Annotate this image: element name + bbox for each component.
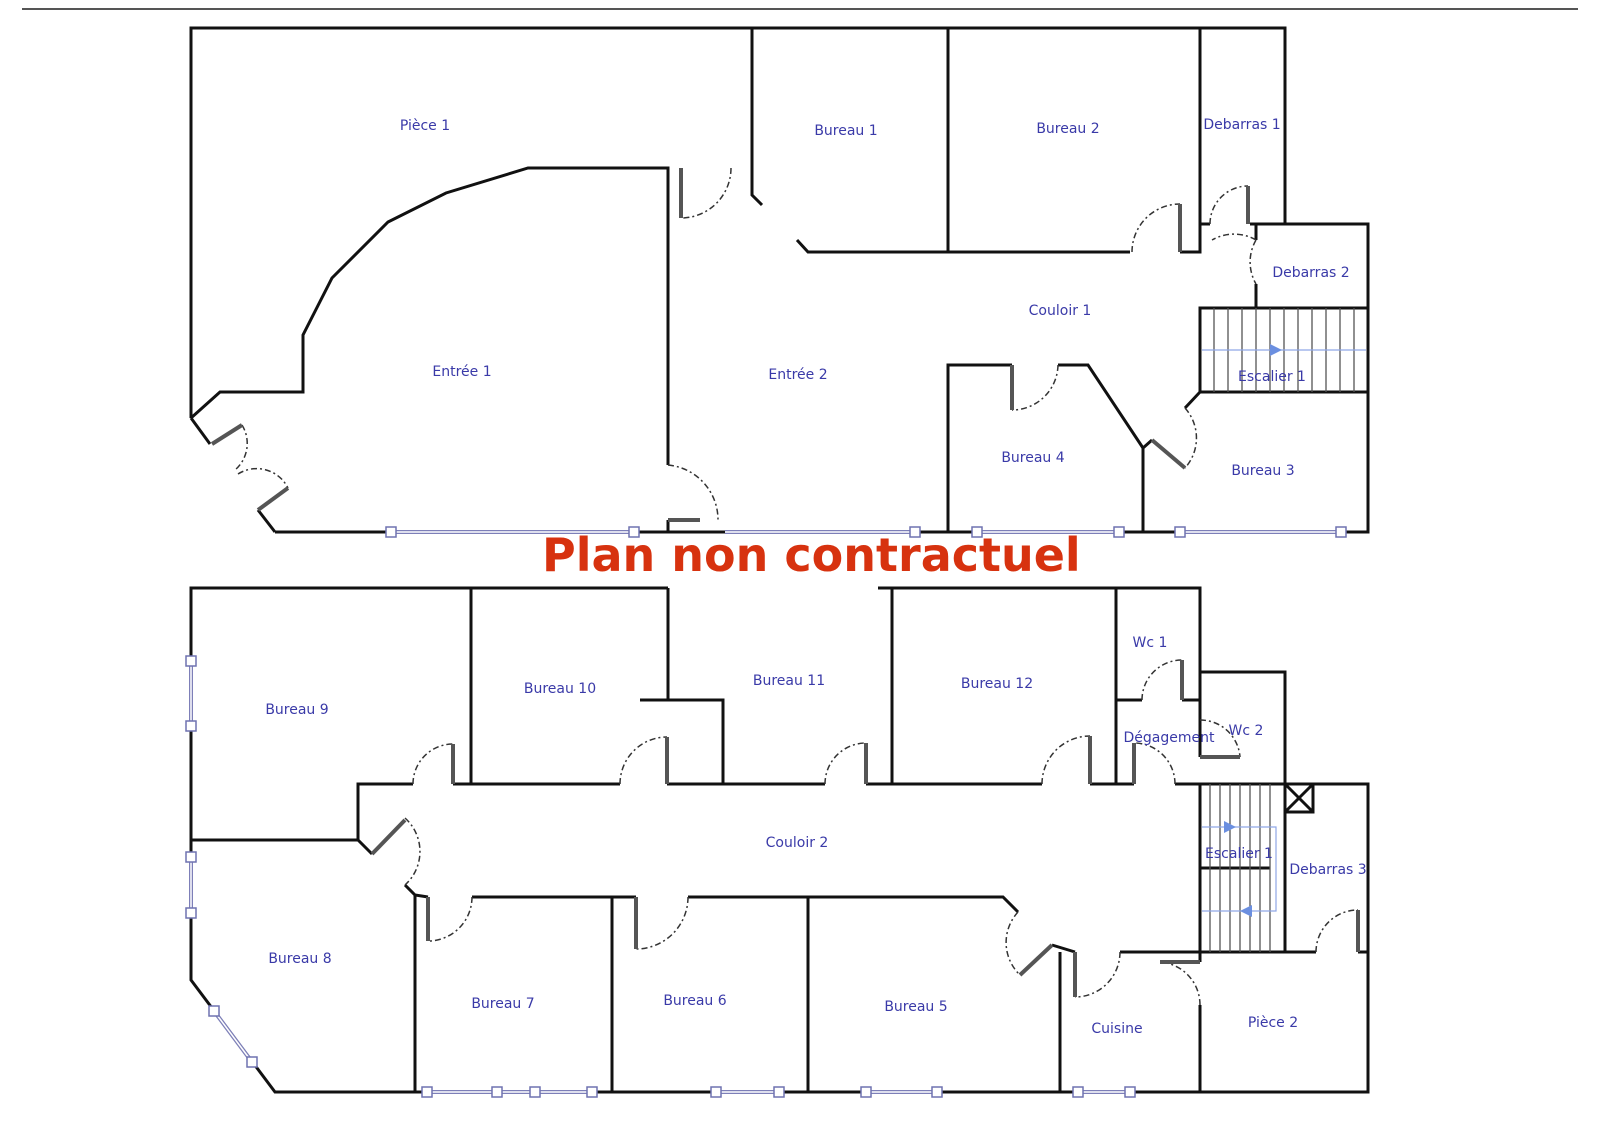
watermark-text: Plan non contractuel	[542, 528, 1081, 582]
room-label: Bureau 9	[265, 702, 328, 718]
lower-stairs	[1202, 784, 1277, 952]
stair-arrow-icon	[1240, 905, 1252, 917]
upper-stairs	[1202, 308, 1366, 392]
room-label: Bureau 11	[753, 673, 825, 689]
room-label: Couloir 1	[1029, 303, 1092, 319]
room-label: Bureau 1	[814, 123, 877, 139]
room-label: Cuisine	[1091, 1021, 1142, 1037]
room-label: Wc 1	[1133, 635, 1168, 651]
room-label: Bureau 5	[884, 999, 947, 1015]
room-label: Entrée 2	[768, 367, 827, 383]
room-label: Pièce 1	[400, 118, 450, 134]
room-label: Bureau 4	[1001, 450, 1064, 466]
stair-arrow-icon	[1224, 821, 1236, 833]
room-label: Debarras 3	[1289, 862, 1366, 878]
room-label: Pièce 2	[1248, 1015, 1298, 1031]
room-label: Couloir 2	[766, 835, 829, 851]
room-label: Bureau 3	[1231, 463, 1294, 479]
lower-windows	[185, 655, 1136, 1098]
lower-doors	[370, 659, 1360, 1006]
upper-floor-walls	[189, 26, 1370, 534]
room-label: Bureau 10	[524, 681, 596, 697]
upper-room-labels: Pièce 1 Bureau 1 Bureau 2 Debarras 1 Deb…	[400, 117, 1350, 479]
lower-room-labels: Bureau 9 Bureau 10 Bureau 11 Bureau 12 W…	[265, 635, 1366, 1037]
room-label: Escalier 1	[1205, 846, 1273, 862]
room-label: Escalier 1	[1238, 369, 1306, 385]
stair-arrow-icon	[1270, 344, 1282, 356]
room-label: Debarras 1	[1203, 117, 1280, 133]
upper-windows	[385, 526, 1347, 538]
room-label: Bureau 12	[961, 676, 1033, 692]
upper-doors	[210, 167, 1257, 522]
room-label: Bureau 8	[268, 951, 331, 967]
room-label: Dégagement	[1124, 730, 1215, 746]
room-label: Entrée 1	[432, 364, 491, 380]
duct-x-icon	[1283, 782, 1315, 814]
room-label: Debarras 2	[1272, 265, 1349, 281]
room-label: Wc 2	[1229, 723, 1264, 739]
room-label: Bureau 7	[471, 996, 534, 1012]
room-label: Bureau 2	[1036, 121, 1099, 137]
room-label: Bureau 6	[663, 993, 726, 1009]
